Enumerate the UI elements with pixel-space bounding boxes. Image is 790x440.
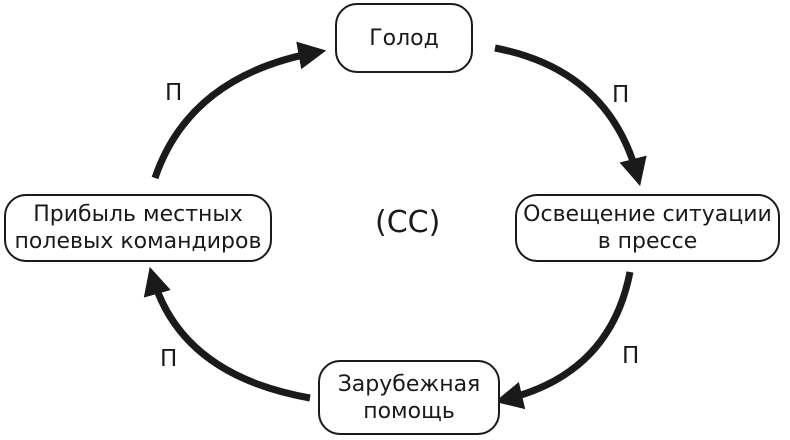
edge-label-aid-to-profit: П [160, 346, 178, 372]
node-warlord-profit: Прибыль местных полевых командиров [4, 194, 272, 262]
node-hunger: Голод [335, 3, 473, 73]
node-aid-line-1: Зарубежная [337, 371, 481, 397]
node-aid-line-2: помощь [363, 398, 455, 424]
center-label: (СС) [375, 205, 441, 240]
edge-label-hunger-to-press: П [612, 82, 630, 108]
node-profit-line-2: полевых командиров [14, 229, 262, 254]
arrow-hunger-to-press [494, 44, 647, 187]
node-press-line-2: в прессе [597, 229, 698, 254]
node-press-line-1: Освещение ситуации [523, 202, 772, 227]
node-press-coverage: Освещение ситуации в прессе [515, 194, 780, 262]
arrow-aid-to-profit [143, 266, 311, 402]
edge-label-press-to-aid: П [622, 343, 640, 369]
node-profit-line-1: Прибыль местных [33, 202, 243, 227]
node-hunger-line-1: Голод [369, 25, 439, 51]
node-foreign-aid: Зарубежная помощь [318, 360, 500, 435]
arrow-press-to-aid [494, 271, 634, 410]
arrow-profit-to-hunger [151, 41, 327, 180]
edge-label-profit-to-hunger: П [165, 80, 183, 106]
